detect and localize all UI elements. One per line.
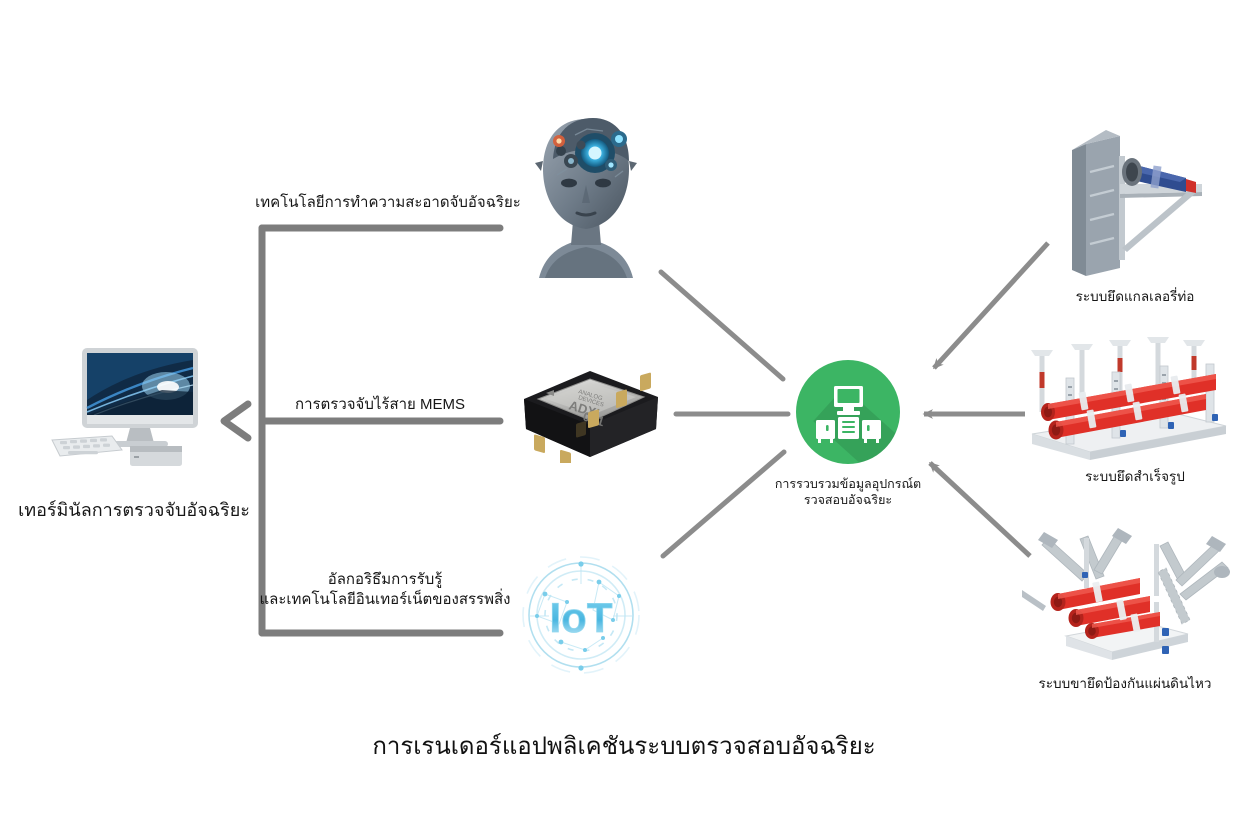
- mems-accelerometer-chip-icon: ANALOG DEVICES ADXL 001: [516, 363, 666, 469]
- source-label-pipe-bracket: ระบบยึดแกลเลอรี่ท่อ: [1075, 289, 1195, 304]
- terminal-label: เทอร์มินัลการตรวจจับอัจฉริยะ: [18, 500, 250, 520]
- desktop-computer-icon: [42, 340, 222, 470]
- tech-to-hub-lines: [658, 269, 791, 559]
- wall-mounted-pipe-bracket-render: [1062, 130, 1218, 280]
- center-hub-badge: [796, 360, 900, 464]
- svg-text:IoT: IoT: [550, 594, 613, 641]
- source-label-prefab-support: ระบบยึดสำเร็จรูป: [1085, 469, 1185, 484]
- prefabricated-pipe-support-render: [1020, 334, 1232, 460]
- flow-label-cleaning-tech: เทคโนโลยีการทำความสะอาดจับอัจฉริยะ: [255, 194, 521, 211]
- terminal-arrowhead: [220, 400, 252, 442]
- center-hub-label: การรวบรวมข้อมูลอุปกรณ์ต รวจสอบอัจฉริยะ: [774, 477, 922, 508]
- flow-label-iot-algorithm: อัลกอริธึมการรับรู้ และเทคโนโลยีอินเทอร์…: [259, 571, 511, 609]
- ai-robot-head-icon: [523, 113, 649, 278]
- seismic-bracing-render: [1019, 528, 1234, 664]
- server-workstation-icon: [816, 386, 881, 443]
- flow-label-wireless-mems: การตรวจจับไร้สาย MEMS: [294, 396, 466, 413]
- diagram-caption: การเรนเดอร์แอปพลิเคชันระบบตรวจสอบอัจฉริย…: [372, 733, 876, 760]
- source-label-seismic-bracing: ระบบขายึดป้องกันแผ่นดินไหว: [1038, 676, 1212, 691]
- iot-logo-icon: IoT: [515, 550, 647, 680]
